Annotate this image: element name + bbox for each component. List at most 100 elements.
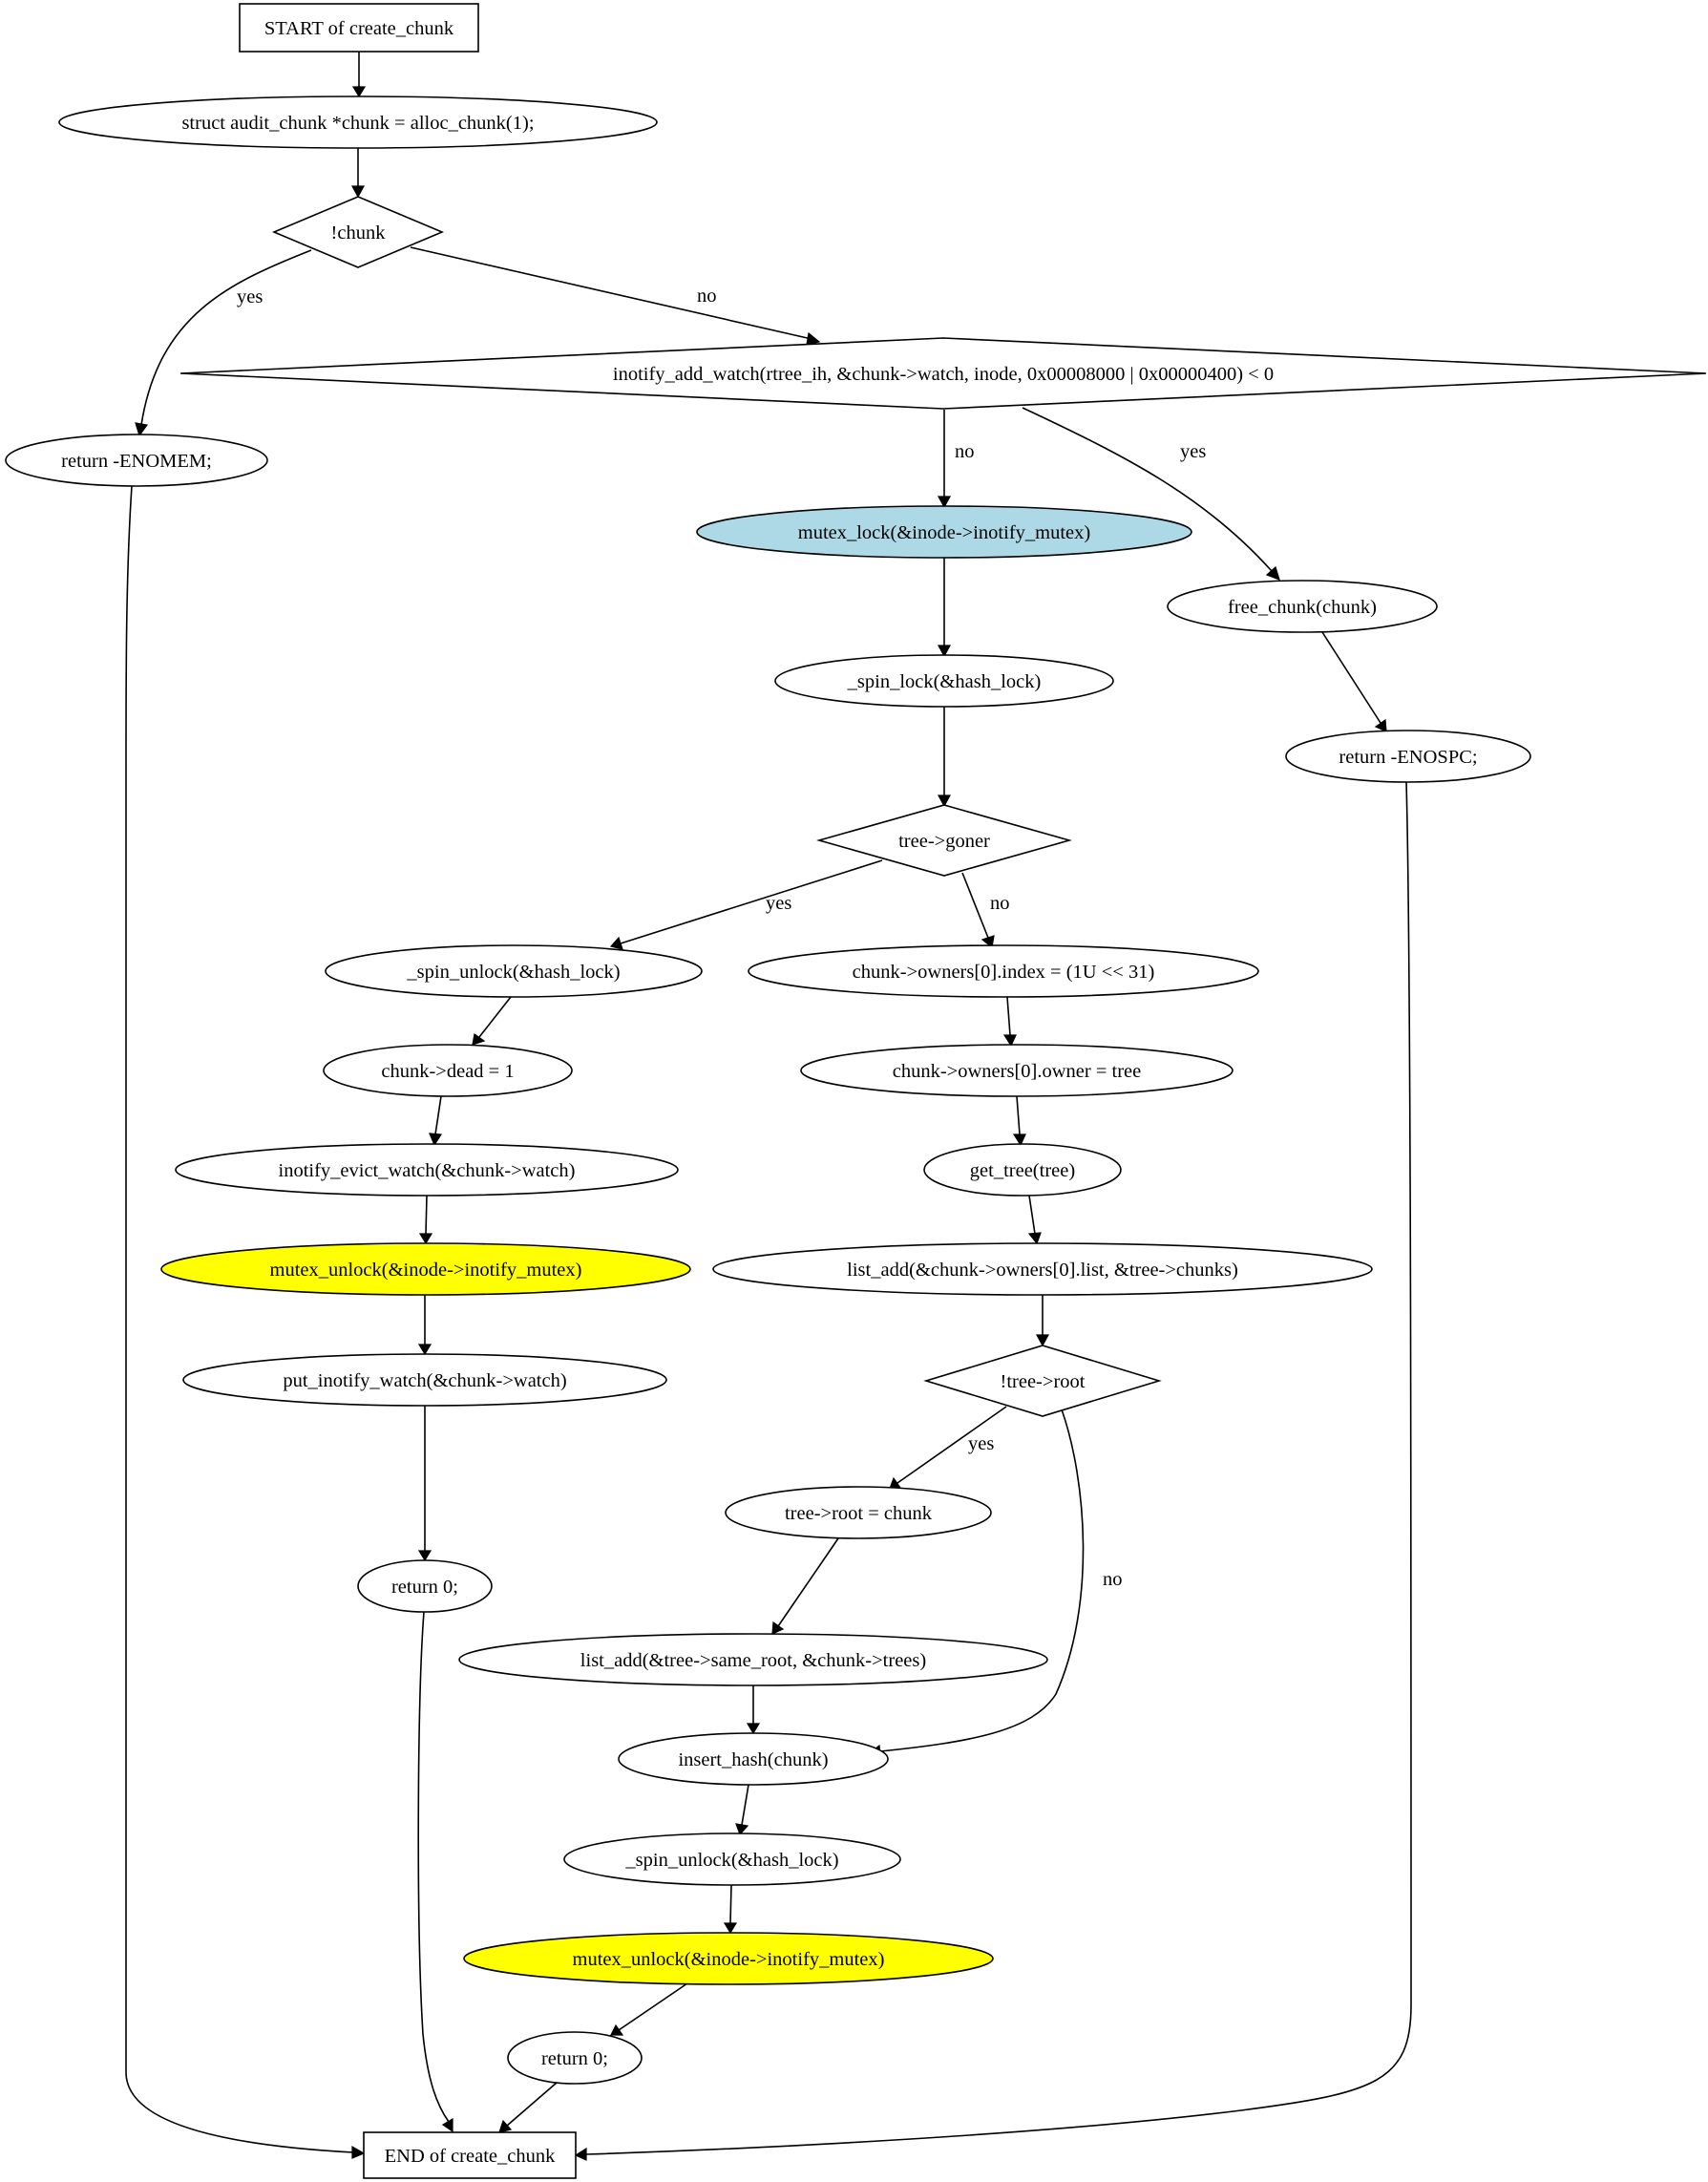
node-ellipse	[725, 1486, 992, 1539]
node-gettree: get_tree(tree)	[923, 1143, 1122, 1197]
edge-line	[896, 1406, 1007, 1484]
node-ellipse	[563, 1832, 901, 1886]
node-munlock2: mutex_unlock(&inode->inotify_mutex)	[463, 1932, 994, 1985]
arrowhead	[351, 86, 367, 98]
arrowhead	[498, 2119, 513, 2133]
node-label: _spin_unlock(&hash_lock)	[406, 962, 620, 983]
arrowhead	[746, 1723, 761, 1735]
edge-line	[478, 996, 512, 1038]
arrowhead	[806, 331, 821, 346]
node-ellipse	[748, 944, 1259, 998]
edge-noroot-setroot: yes	[889, 1406, 1007, 1490]
node-munlock1: mutex_unlock(&inode->inotify_mutex)	[160, 1242, 691, 1296]
arrowhead	[1012, 1133, 1026, 1147]
arrowhead	[417, 1344, 432, 1356]
node-label: struct audit_chunk *chunk = alloc_chunk(…	[181, 113, 534, 134]
arrowhead	[135, 422, 149, 437]
arrowhead	[472, 1032, 486, 1046]
edge-ret0a-end	[417, 1611, 453, 2133]
node-label: list_add(&tree->same_root, &chunk->trees…	[580, 1650, 926, 1671]
node-alloc: struct audit_chunk *chunk = alloc_chunk(…	[58, 95, 658, 149]
node-spinunlock1: _spin_unlock(&hash_lock)	[325, 944, 703, 998]
node-ellipse	[160, 1242, 691, 1296]
node-ellipse	[458, 1633, 1048, 1686]
node-spinunlock2: _spin_unlock(&hash_lock)	[563, 1832, 901, 1886]
arrowhead	[937, 496, 952, 509]
edge-line	[777, 1537, 839, 1627]
arrowhead	[609, 936, 623, 950]
edge-line	[425, 1195, 428, 1235]
edge-line	[585, 781, 1412, 2155]
node-ret0b: return 0;	[507, 2031, 643, 2085]
node-dead: chunk->dead = 1	[323, 1044, 573, 1097]
edge-label-no: no	[697, 286, 717, 307]
node-diamond	[923, 1345, 1162, 1417]
edge-listadd2-inserthash	[746, 1685, 761, 1735]
node-label: _spin_lock(&hash_lock)	[847, 671, 1042, 692]
arrowhead	[1002, 1034, 1017, 1048]
node-ellipse	[712, 1242, 1373, 1296]
edge-nochunk-enomem: yes	[135, 249, 312, 437]
edge-goner-spinunlock1: yes	[609, 859, 883, 950]
node-label: mutex_unlock(&inode->inotify_mutex)	[270, 1260, 582, 1281]
node-label: list_add(&chunk->owners[0].list, &tree->…	[847, 1260, 1238, 1281]
node-label: inotify_add_watch(rtree_ih, &chunk->watc…	[613, 364, 1274, 385]
edge-label-yes: yes	[237, 286, 263, 307]
edge-line	[1028, 1195, 1036, 1235]
edge-inserthash-spinunlock2	[735, 1784, 749, 1836]
edge-label-yes: yes	[968, 1433, 994, 1454]
node-ellipse	[800, 1044, 1234, 1097]
node-label: free_chunk(chunk)	[1228, 597, 1377, 618]
edge-label-no: no	[990, 893, 1010, 914]
node-listadd1: list_add(&chunk->owners[0].list, &tree->…	[712, 1242, 1373, 1296]
edge-freechunk-enospc	[1321, 631, 1387, 732]
node-mlock: mutex_lock(&inode->inotify_mutex)	[696, 505, 1192, 559]
arrowhead	[723, 1922, 738, 1935]
node-nochunk: !chunk	[271, 196, 445, 268]
node-box	[239, 3, 479, 53]
edge-line	[434, 1095, 442, 1135]
node-ellipse	[1167, 580, 1438, 633]
arrowhead	[937, 645, 952, 658]
node-ellipse	[774, 654, 1114, 708]
arrowhead	[441, 2117, 453, 2133]
node-diamond	[179, 337, 1707, 410]
node-enomem: return -ENOMEM;	[5, 434, 268, 487]
arrowhead	[610, 2023, 624, 2036]
edge-line	[140, 249, 312, 426]
arrowhead	[1265, 565, 1280, 582]
node-setroot: tree->root = chunk	[725, 1486, 992, 1539]
edge-listadd1-noroot	[1035, 1295, 1050, 1347]
node-label: chunk->owners[0].index = (1U << 31)	[853, 962, 1155, 983]
edge-noroot-inserthash: no	[869, 1409, 1123, 1759]
node-diamond	[816, 804, 1072, 877]
node-label: chunk->owners[0].owner = tree	[893, 1061, 1141, 1082]
edge-setroot-listadd2	[771, 1537, 839, 1635]
edge-munlock1-putwatch	[417, 1295, 432, 1356]
arrowhead	[429, 1133, 443, 1147]
node-label: insert_hash(chunk)	[678, 1749, 828, 1770]
node-label: START of create_chunk	[264, 18, 454, 39]
node-label: put_inotify_watch(&chunk->watch)	[283, 1370, 566, 1391]
node-label: return 0;	[391, 1577, 458, 1598]
node-label: chunk->dead = 1	[381, 1061, 514, 1082]
node-freechunk: free_chunk(chunk)	[1167, 580, 1438, 633]
node-ellipse	[507, 2031, 643, 2085]
node-label: get_tree(tree)	[970, 1160, 1075, 1181]
node-enospc: return -ENOSPC;	[1285, 730, 1531, 783]
node-label: mutex_unlock(&inode->inotify_mutex)	[573, 1949, 885, 1970]
edge-munlock2-ret0b	[610, 1982, 688, 2036]
node-label: tree->goner	[898, 831, 990, 852]
node-label: mutex_lock(&inode->inotify_mutex)	[798, 522, 1090, 543]
edge-gettree-listadd1	[1027, 1195, 1042, 1245]
node-ellipse	[1285, 730, 1531, 783]
arrowhead	[417, 1550, 432, 1562]
node-ellipse	[463, 1932, 994, 1985]
edge-alloc-nochunk	[350, 148, 366, 199]
node-label: return -ENOSPC;	[1339, 747, 1477, 768]
edge-goner-ownidx: no	[961, 872, 1010, 949]
arrowhead	[1027, 1232, 1042, 1245]
edge-label-no: no	[955, 441, 975, 462]
arrowhead	[418, 1233, 433, 1245]
